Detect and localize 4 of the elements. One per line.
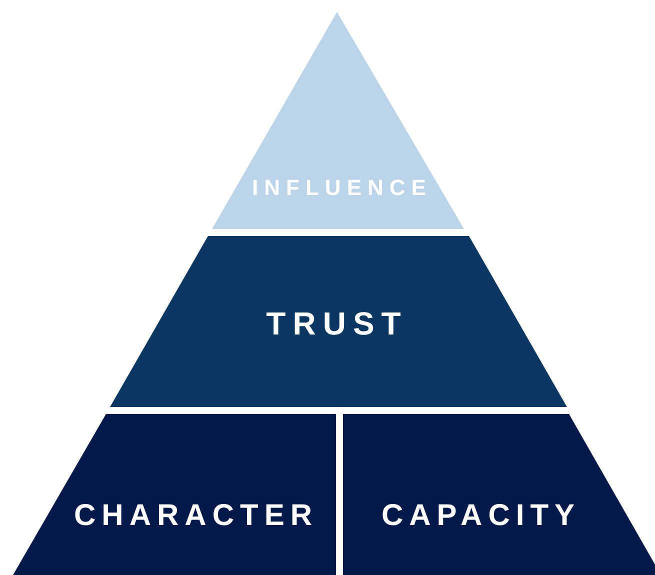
tier-label: CAPACITY (381, 499, 581, 533)
tier-label: CHARACTER (74, 499, 318, 533)
tier-label: TRUST (266, 306, 408, 342)
tier-label: INFLUENCE (252, 175, 432, 201)
